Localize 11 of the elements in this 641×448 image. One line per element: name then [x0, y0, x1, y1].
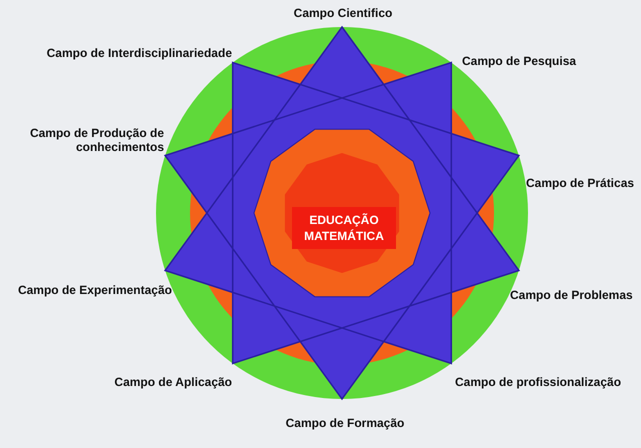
field-label: Campo Cientifico [292, 6, 394, 20]
field-label: Campo de Interdisciplinariedade [46, 46, 232, 60]
field-label: Campo de Experimentação [16, 283, 172, 297]
field-label: Campo de Problemas [510, 288, 634, 302]
center-title-box: EDUCAÇÃO MATEMÁTICA [292, 207, 396, 249]
field-label: Campo de Formação [284, 416, 406, 430]
field-label: Campo de Práticas [526, 176, 636, 190]
field-label: Campo de Aplicação [113, 375, 232, 389]
field-label: Campo de profissionalização [455, 375, 622, 389]
field-label: Campo de Pesquisa [462, 54, 578, 68]
field-label: Campo de Produção de conhecimentos [28, 126, 164, 154]
